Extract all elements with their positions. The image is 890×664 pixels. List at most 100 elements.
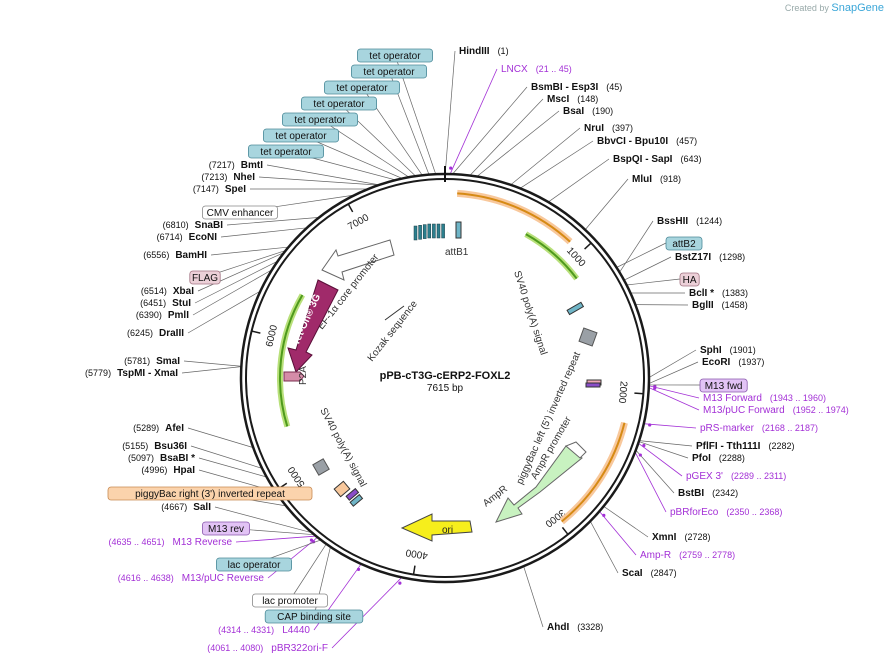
site-name: SpeI [225, 184, 246, 195]
primer-label[interactable]: pGEX 3'(2289 .. 2311) [686, 471, 786, 482]
restriction-site-label[interactable]: SphI(1901) [700, 345, 756, 356]
created-by-badge[interactable]: Created by SnapGene [785, 2, 884, 14]
restriction-site-label[interactable]: NruI(397) [584, 123, 633, 134]
site-name: PmlI [168, 310, 189, 321]
restriction-site-label[interactable]: HindIII(1) [459, 46, 509, 57]
site-name: MscI [547, 94, 569, 105]
feature-tag-label[interactable]: CAP binding site [277, 612, 351, 623]
site-position: (4996) [141, 465, 167, 475]
restriction-site-label[interactable]: EcoRI(1937) [702, 357, 764, 368]
restriction-site-label[interactable]: (6245)DraIII [127, 328, 184, 339]
restriction-site-label[interactable]: (4996)HpaI [141, 465, 195, 476]
primer-label[interactable]: M13 Forward(1943 .. 1960) [703, 393, 826, 404]
orange-arc-bottom [559, 421, 628, 525]
restriction-site-label[interactable]: (5779)TspMI - XmaI [85, 368, 178, 379]
restriction-site-label[interactable]: (5781)SmaI [124, 356, 180, 367]
restriction-site-label[interactable]: (5289)AfeI [133, 423, 184, 434]
sv40-right-box [578, 327, 598, 347]
feature-tag-label[interactable]: FLAG [192, 273, 218, 284]
restriction-site-label[interactable]: MluI(918) [632, 174, 681, 185]
ef1a-arrow [321, 239, 395, 281]
attb1-box [455, 221, 462, 239]
restriction-site-label[interactable]: BstZ17I(1298) [675, 252, 745, 263]
restriction-site-label[interactable]: (6556)BamHI [143, 250, 207, 261]
feature-tag-label[interactable]: lac promoter [262, 596, 318, 607]
feature-tag-label[interactable]: tet operator [363, 67, 415, 78]
restriction-site-label[interactable]: (5097)BsaBI * [128, 453, 195, 464]
site-position: (2288) [719, 453, 745, 463]
restriction-site-label[interactable]: (5155)Bsu36I [122, 441, 187, 452]
site-name: BglII [692, 300, 714, 311]
primer-range: (2350 .. 2368) [726, 507, 782, 517]
feature-tag-label[interactable]: tet operator [313, 99, 365, 110]
primer-mark [642, 443, 646, 448]
restriction-site-label[interactable]: BglII(1458) [692, 300, 748, 311]
primer-label[interactable]: (4314 .. 4331)L4440 [218, 625, 310, 636]
tet-operator-box [422, 224, 427, 239]
site-position: (148) [577, 94, 598, 104]
primer-label[interactable]: Amp-R(2759 .. 2778) [640, 550, 735, 561]
restriction-site-label[interactable]: BbvCI - Bpu10I(457) [597, 136, 697, 147]
tick-label: 5000 [286, 464, 308, 489]
site-name: AfeI [165, 423, 184, 434]
tag-connector-line [616, 242, 667, 268]
feature-tag-label[interactable]: tet operator [275, 131, 327, 142]
restriction-site-label[interactable]: MscI (148) [547, 94, 598, 105]
feature-tag-label[interactable]: tet operator [294, 115, 346, 126]
feature-tag-label[interactable]: M13 rev [208, 524, 244, 535]
site-connector-line [214, 506, 313, 534]
site-position: (45) [606, 82, 622, 92]
restriction-site-label[interactable]: XmnI(2728) [652, 532, 710, 543]
feature-tag-box [323, 80, 400, 95]
restriction-site-label[interactable]: BsaI(190) [563, 106, 613, 117]
feature-tag-label[interactable]: HA [683, 275, 697, 286]
restriction-site-label[interactable]: (6810)SnaBI [163, 220, 224, 231]
feature-tag-box [215, 557, 292, 572]
primer-range: (2168 .. 2187) [762, 423, 818, 433]
restriction-site-label[interactable]: BstBI(2342) [678, 488, 738, 499]
restriction-site-label[interactable]: (6451)StuI [140, 298, 191, 309]
restriction-site-label[interactable]: (6390)PmlI [136, 310, 189, 321]
restriction-site-label[interactable]: BsmBI - Esp3I(45) [531, 82, 622, 93]
restriction-site-label[interactable]: PflFI - Tth111I(2282) [696, 441, 794, 452]
feature-tag-label[interactable]: tet operator [336, 83, 388, 94]
restriction-site-label[interactable]: BspQI - SapI(643) [613, 154, 701, 165]
restriction-site-label[interactable]: BclI *(1383) [689, 288, 748, 299]
feature-tag-label[interactable]: M13 fwd [705, 381, 743, 392]
labels: HindIII(1) BsmBI - Esp3I(45)MscI (148) BsaI… [85, 46, 849, 654]
restriction-site-label[interactable]: (6514)XbaI [141, 286, 194, 297]
feature-tag-label[interactable]: lac operator [228, 560, 281, 571]
restriction-site-label[interactable]: (7217)BmtI [209, 160, 263, 171]
site-name: PflFI - Tth111I [696, 441, 761, 452]
restriction-site-label[interactable]: AhdI(3328) [547, 622, 603, 633]
restriction-site-label[interactable]: PfoI(2288) [692, 453, 745, 464]
restriction-site-label[interactable]: (6714)EcoNI [157, 232, 218, 243]
feature-tag-label[interactable]: CMV enhancer [207, 208, 274, 219]
site-name: BamHI [175, 250, 207, 261]
primer-label[interactable]: pRS-marker(2168 .. 2187) [700, 423, 818, 434]
primer-label[interactable]: pBRforEco(2350 .. 2368) [670, 507, 782, 518]
restriction-site-label[interactable]: ScaI(2847) [622, 568, 677, 579]
feature-tag-label[interactable]: tet operator [260, 147, 312, 158]
primer-connector-line [638, 443, 683, 477]
site-position: (5779) [85, 368, 111, 378]
restriction-site-label[interactable]: (7147)SpeI [193, 184, 246, 195]
primer-label[interactable]: (4061 .. 4080)pBR322ori-F [207, 643, 328, 654]
feature-tag-label[interactable]: piggyBac right (3') inverted repeat [135, 489, 285, 500]
feature-tag-label[interactable]: attB2 [672, 239, 696, 250]
primer-label[interactable]: (4635 .. 4651)M13 Reverse [108, 537, 232, 548]
feature-tag-box [189, 270, 221, 285]
primer-label[interactable]: M13/pUC Forward(1952 .. 1974) [703, 405, 849, 416]
primer-mark [648, 423, 652, 427]
site-name: NruI [584, 123, 604, 134]
feature-tag-label[interactable]: tet operator [369, 51, 421, 62]
site-name: MluI [632, 174, 652, 185]
primer-label[interactable]: (4616 .. 4638)M13/pUC Reverse [118, 573, 265, 584]
primer-label[interactable]: LNCX(21 .. 45) [501, 64, 572, 75]
p2a-arrow [283, 371, 305, 382]
site-connector-line [226, 217, 320, 226]
restriction-site-label[interactable]: (4667)SalI [161, 502, 211, 513]
tick-label: 2000 [616, 381, 629, 404]
restriction-site-label[interactable]: (7213)NheI [201, 172, 255, 183]
restriction-site-label[interactable]: BssHII(1244) [657, 216, 722, 227]
